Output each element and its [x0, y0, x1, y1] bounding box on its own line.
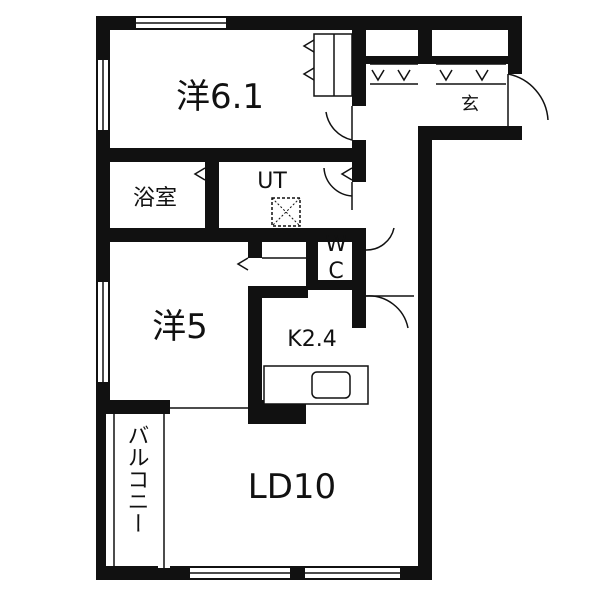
kitchen-sink	[311, 371, 351, 399]
room-label-bathroom: 浴室	[133, 186, 177, 211]
room-label-living-dining: LD10	[248, 467, 336, 507]
room-label-kitchen: K2.4	[287, 327, 336, 352]
room-labels: 洋6.1 玄 浴室 UT W C 洋5 K2.4 LD10 バルコニー	[124, 77, 480, 534]
room-label-wc-bottom: C	[328, 259, 343, 284]
room-label-western2: 洋5	[152, 307, 208, 347]
room-label-utility: UT	[257, 169, 287, 194]
closets	[193, 33, 506, 271]
room-label-entrance: 玄	[461, 94, 479, 115]
windows	[98, 18, 400, 578]
room-label-western1: 洋6.1	[176, 77, 264, 117]
room-label-balcony: バルコニー	[124, 424, 149, 534]
doors	[323, 73, 549, 329]
fixtures	[113, 197, 369, 566]
room-label-wc-top: W	[325, 232, 347, 257]
